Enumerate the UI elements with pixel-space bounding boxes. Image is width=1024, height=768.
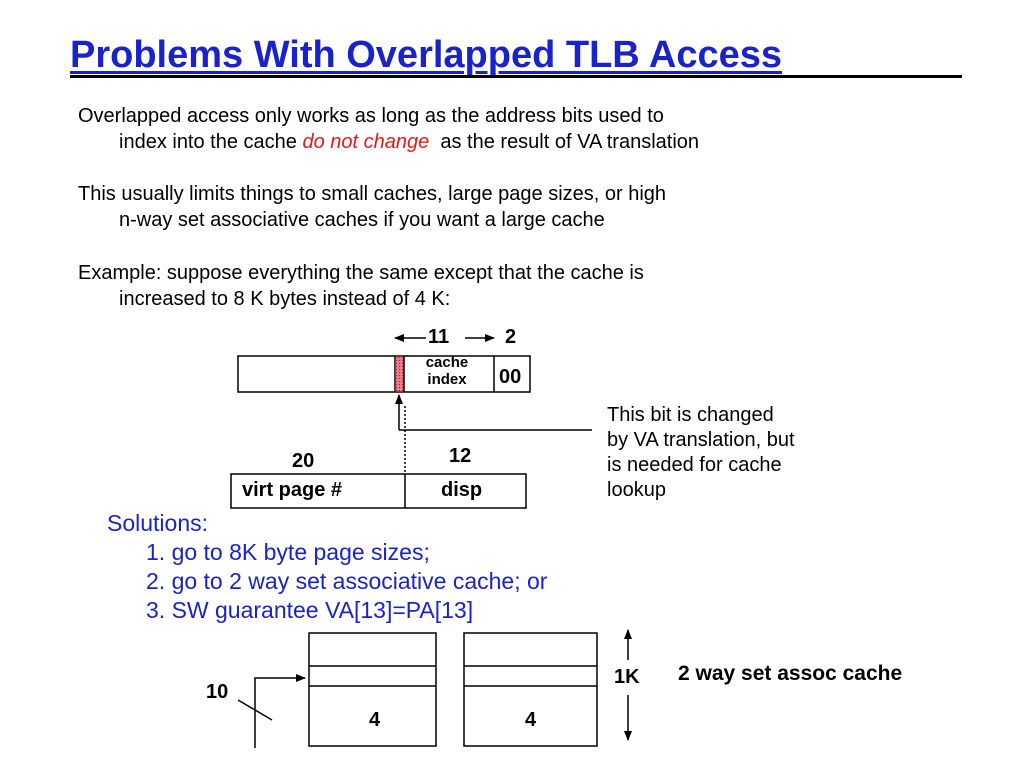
annotation-line: lookup <box>607 479 666 501</box>
lower-register <box>230 473 527 509</box>
changed-bit <box>394 355 405 393</box>
bits-label-20: 20 <box>292 450 315 472</box>
paragraph-line: increased to 8 K bytes instead of 4 K: <box>119 288 451 310</box>
paragraph-line: index into the cache do not change as th… <box>78 129 699 155</box>
emphasis-text: do not change <box>302 131 430 153</box>
annotation-line: This bit is changed <box>607 404 774 426</box>
slide-title: Problems With Overlapped TLB Access <box>70 34 782 76</box>
upper-register <box>237 355 531 393</box>
offset-label: 00 <box>499 366 522 388</box>
annotation-line: is needed for cache <box>607 454 782 476</box>
virt-page-field: virt page # <box>242 479 343 501</box>
solutions-list: Solutions: 1. go to 8K byte page sizes; … <box>107 509 547 625</box>
bits-label-2: 2 <box>505 326 517 348</box>
paragraph-line: This usually limits things to small cach… <box>78 183 667 205</box>
bits-label-11: 11 <box>428 326 450 348</box>
title-underline <box>70 75 962 78</box>
annotation-line: by VA translation, but <box>607 429 795 451</box>
way-2-label: 4 <box>525 709 537 731</box>
cache-index-label-line: cache <box>425 354 469 371</box>
paragraph-overlapped-access: Overlapped access only works as long as … <box>78 103 699 155</box>
disp-field: disp <box>441 479 483 501</box>
solution-item: 1. go to 8K byte page sizes; <box>146 539 430 565</box>
cache-way-2 <box>463 632 598 747</box>
index-bits-label: 10 <box>206 681 229 703</box>
paragraph-text: index into the cache <box>119 131 303 153</box>
cache-index-label: cache index <box>418 354 476 388</box>
paragraph-example: Example: suppose everything the same exc… <box>78 260 644 312</box>
solution-item: 3. SW guarantee VA[13]=PA[13] <box>146 597 474 623</box>
cache-size-label: 1K <box>614 666 640 688</box>
cache-caption: 2 way set assoc cache <box>678 662 903 685</box>
paragraph-line: Overlapped access only works as long as … <box>78 105 664 127</box>
cache-way-1 <box>308 632 437 747</box>
paragraph-line: n-way set associative caches if you want… <box>119 209 605 231</box>
index-slash <box>237 699 273 721</box>
solution-item: 2. go to 2 way set associative cache; or <box>146 568 548 594</box>
paragraph-line: Example: suppose everything the same exc… <box>78 262 644 284</box>
changed-bit-annotation: This bit is changed by VA translation, b… <box>607 403 795 503</box>
paragraph-limits: This usually limits things to small cach… <box>78 181 666 233</box>
bits-label-12: 12 <box>449 445 472 467</box>
solutions-heading: Solutions: <box>107 510 209 536</box>
paragraph-text: as the result of VA translation <box>429 131 700 153</box>
cache-index-label-line: index <box>427 371 467 388</box>
way-1-label: 4 <box>369 709 381 731</box>
index-arrow <box>254 674 306 748</box>
